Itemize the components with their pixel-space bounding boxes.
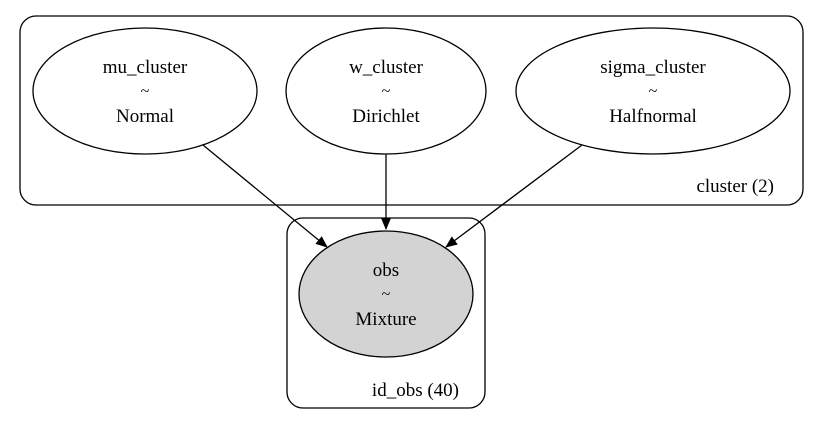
node-obs-name: obs <box>373 260 399 281</box>
node-w-cluster-tilde: ~ <box>382 83 391 100</box>
plate-cluster: cluster (2) <box>19 15 804 206</box>
node-sigma-cluster-name: sigma_cluster <box>600 57 706 78</box>
plate-cluster-box <box>19 15 804 206</box>
edges <box>202 144 583 248</box>
node-mu-cluster-dist: Normal <box>116 106 174 127</box>
edge-sigma-cluster-to-obs <box>445 144 583 248</box>
node-mu-cluster-shape <box>32 27 258 155</box>
node-mu-cluster-tilde: ~ <box>141 83 150 100</box>
node-w-cluster[interactable]: w_cluster ~ Dirichlet <box>285 27 487 155</box>
node-sigma-cluster[interactable]: sigma_cluster ~ Halfnormal <box>515 27 791 155</box>
node-obs[interactable]: obs ~ Mixture <box>298 230 474 358</box>
node-sigma-cluster-dist: Halfnormal <box>609 106 697 127</box>
node-mu-cluster[interactable]: mu_cluster ~ Normal <box>32 27 258 155</box>
plate-cluster-label: cluster (2) <box>696 176 774 197</box>
node-sigma-cluster-tilde: ~ <box>649 83 658 100</box>
edge-mu-cluster-to-obs <box>202 144 328 248</box>
node-w-cluster-shape <box>285 27 487 155</box>
node-w-cluster-dist: Dirichlet <box>352 106 420 127</box>
node-mu-cluster-name: mu_cluster <box>103 57 188 78</box>
node-obs-dist: Mixture <box>355 309 416 330</box>
node-sigma-cluster-shape <box>515 27 791 155</box>
node-obs-tilde: ~ <box>382 286 391 303</box>
node-obs-shape <box>298 230 474 358</box>
node-w-cluster-name: w_cluster <box>349 57 424 78</box>
plate-id-obs-label: id_obs (40) <box>372 380 459 401</box>
